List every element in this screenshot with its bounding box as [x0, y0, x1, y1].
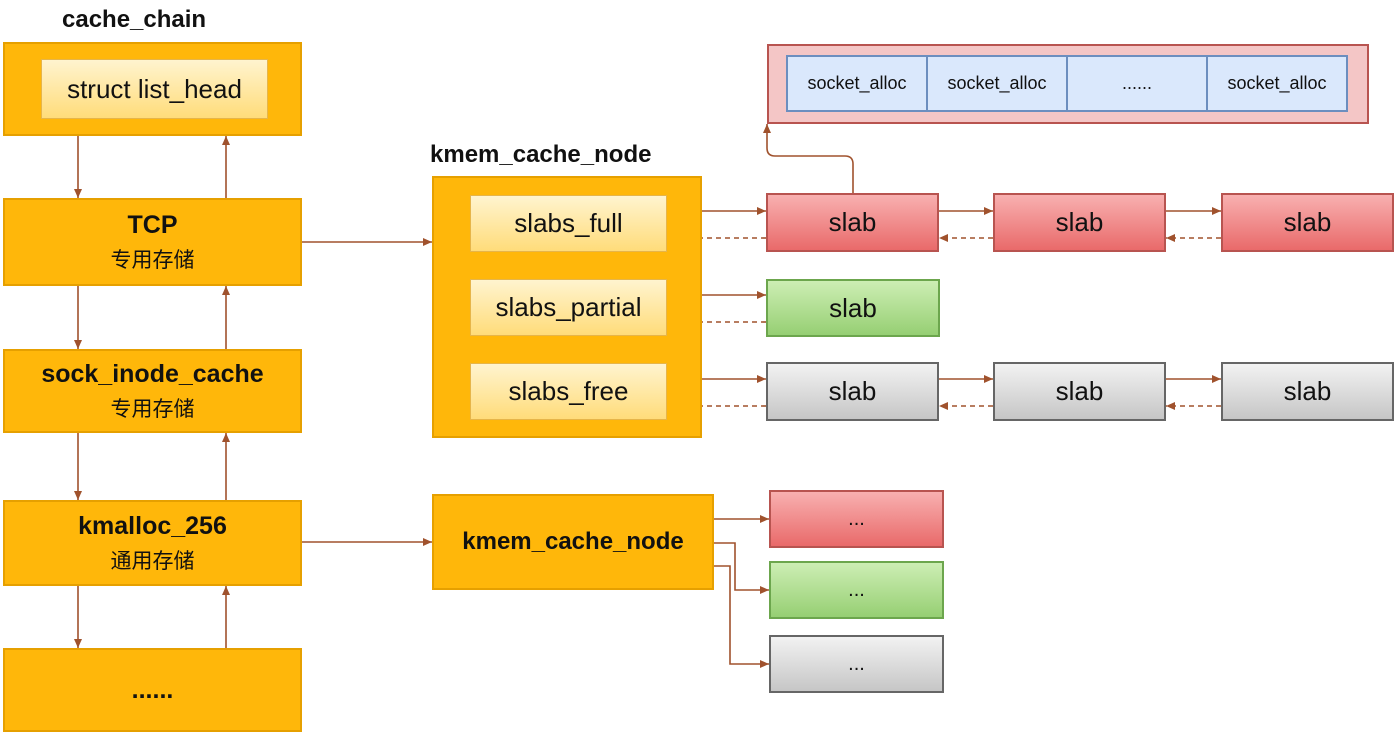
free-slab[interactable]: slab	[766, 362, 939, 421]
cache-chain-head: struct list_head	[3, 42, 302, 136]
cache-name: TCP	[127, 210, 178, 239]
node-to-partial-arrow	[714, 542, 769, 594]
slabs-full-list[interactable]: slabs_full	[470, 195, 667, 252]
socket-alloc-object[interactable]: socket_alloc	[926, 55, 1068, 112]
full-slab[interactable]: slab	[1221, 193, 1394, 252]
full-slab[interactable]: slab	[993, 193, 1166, 252]
kmem-cache-node-title: kmem_cache_node	[430, 141, 652, 168]
cache-kind: 通用存储	[110, 548, 195, 573]
free-slab[interactable]: slab	[1221, 362, 1394, 421]
partial-slab-placeholder[interactable]: ...	[769, 561, 944, 619]
cache-kind: 专用存储	[110, 247, 195, 272]
full-slab[interactable]: slab	[766, 193, 939, 252]
socket-alloc-object[interactable]: ......	[1066, 55, 1208, 112]
partial-slab[interactable]: slab	[766, 279, 940, 337]
cache-name: ......	[131, 675, 174, 704]
kmalloc-256-cache[interactable]: kmalloc_256 通用存储	[3, 500, 302, 586]
free-slab[interactable]: slab	[993, 362, 1166, 421]
node-to-free-arrow	[714, 565, 769, 668]
list-head-box: struct list_head	[41, 59, 268, 119]
free-slab-placeholder[interactable]: ...	[769, 635, 944, 693]
slab-to-objects-arrow	[763, 124, 854, 193]
cache-kind: 专用存储	[110, 396, 195, 421]
cache-name: kmalloc_256	[78, 511, 227, 540]
cache-name: sock_inode_cache	[41, 359, 264, 388]
socket-alloc-object[interactable]: socket_alloc	[786, 55, 928, 112]
full-slab-placeholder[interactable]: ...	[769, 490, 944, 548]
kmem-cache-node-kmalloc[interactable]: kmem_cache_node	[432, 494, 714, 590]
sock-inode-cache[interactable]: sock_inode_cache 专用存储	[3, 349, 302, 433]
tcp-cache[interactable]: TCP 专用存储	[3, 198, 302, 286]
socket-alloc-object[interactable]: socket_alloc	[1206, 55, 1348, 112]
slabs-free-list[interactable]: slabs_free	[470, 363, 667, 420]
cache-chain-title: cache_chain	[62, 6, 207, 33]
slabs-partial-list[interactable]: slabs_partial	[470, 279, 667, 336]
more-caches[interactable]: ......	[3, 648, 302, 732]
